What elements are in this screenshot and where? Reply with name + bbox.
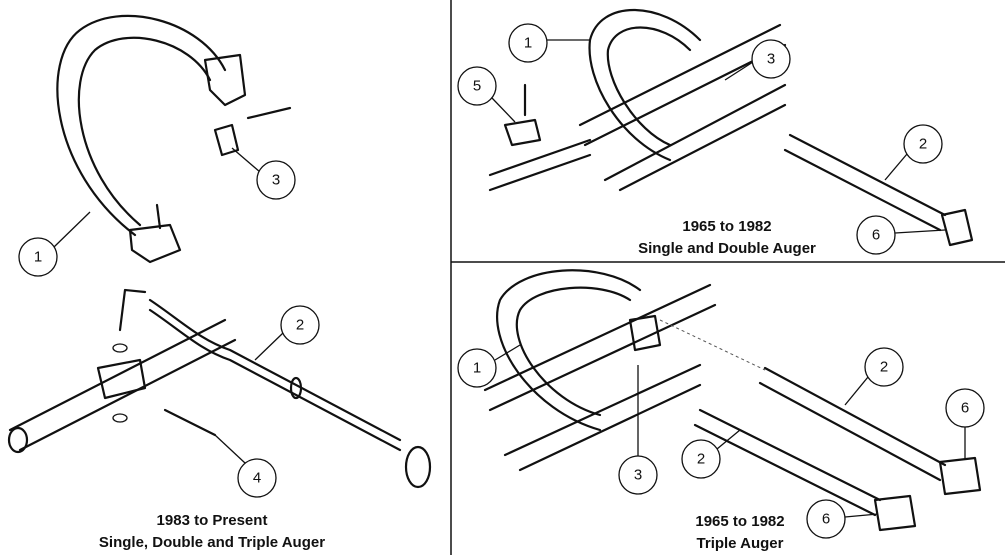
callout-2: 2 bbox=[681, 429, 741, 479]
callout-5: 5 bbox=[457, 66, 516, 123]
callout-number: 2 bbox=[880, 359, 888, 376]
callout-number: 1 bbox=[34, 249, 42, 266]
callout-2: 2 bbox=[884, 124, 943, 181]
caption-line-2: Single and Double Auger bbox=[638, 240, 816, 257]
callout-number: 2 bbox=[919, 136, 927, 153]
caption-line-2: Triple Auger bbox=[697, 535, 784, 552]
callout-1: 1 bbox=[18, 211, 91, 277]
callout-6: 6 bbox=[806, 499, 879, 539]
callout-3: 3 bbox=[231, 147, 296, 200]
callout-number: 3 bbox=[634, 467, 642, 484]
callout-4: 4 bbox=[214, 434, 277, 498]
handle-assembly-1965-triple bbox=[483, 269, 982, 532]
handle-assembly-1983 bbox=[56, 14, 292, 264]
callout-number: 6 bbox=[822, 511, 830, 528]
shaft-assembly-1983 bbox=[7, 288, 432, 489]
callout-3: 3 bbox=[618, 365, 658, 495]
callout-number: 2 bbox=[697, 451, 705, 468]
callout-2: 2 bbox=[254, 305, 320, 361]
callout-number: 3 bbox=[272, 172, 280, 189]
callout-number: 2 bbox=[296, 317, 304, 334]
handle-assembly-1965-double bbox=[488, 9, 974, 247]
callout-number: 6 bbox=[961, 400, 969, 417]
callout-1: 1 bbox=[508, 23, 590, 63]
caption-line-1: 1965 to 1982 bbox=[695, 513, 784, 530]
callout-number: 6 bbox=[872, 227, 880, 244]
caption-line-2: Single, Double and Triple Auger bbox=[99, 534, 325, 551]
caption-line-1: 1983 to Present bbox=[157, 512, 268, 529]
callout-number: 5 bbox=[473, 78, 481, 95]
callout-number: 3 bbox=[767, 51, 775, 68]
caption-line-1: 1965 to 1982 bbox=[682, 218, 771, 235]
callout-3: 3 bbox=[724, 39, 791, 81]
callout-6: 6 bbox=[945, 388, 985, 460]
callout-number: 4 bbox=[253, 470, 261, 487]
callout-number: 1 bbox=[473, 360, 481, 377]
callout-1: 1 bbox=[457, 344, 521, 388]
callout-2: 2 bbox=[844, 347, 904, 406]
callout-6: 6 bbox=[856, 215, 946, 255]
callout-number: 1 bbox=[524, 35, 532, 52]
